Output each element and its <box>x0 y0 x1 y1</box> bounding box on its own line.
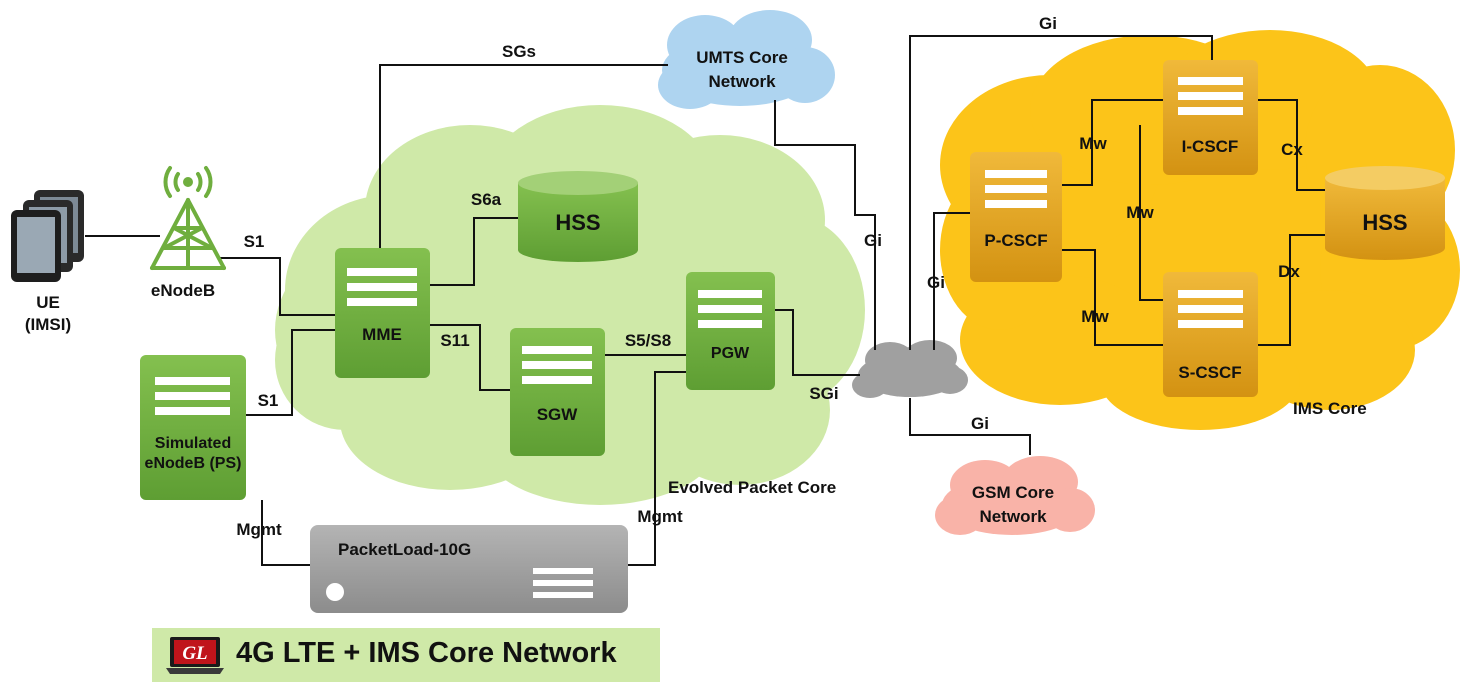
gsm-label-2: Network <box>979 507 1047 526</box>
cx-link <box>1258 99 1325 191</box>
s11-label: S11 <box>440 331 469 350</box>
gi-pcscf-link <box>933 212 970 350</box>
scscf-server-icon <box>1163 272 1258 397</box>
gi-gsm-label: Gi <box>971 414 989 433</box>
s1-enodeb-mme-link <box>220 257 335 316</box>
hss-ims-label: HSS <box>1362 210 1407 235</box>
pgw-server-icon <box>686 272 775 390</box>
transport-cloud <box>852 340 968 398</box>
s1-top-label: S1 <box>244 232 265 251</box>
connections <box>85 35 1325 566</box>
icscf-label: I-CSCF <box>1182 137 1239 156</box>
ue-tablet-icon <box>11 190 84 282</box>
umts-label-1: UMTS Core <box>696 48 788 67</box>
sgi-label: SGi <box>809 384 838 403</box>
umts-label-2: Network <box>708 72 776 91</box>
mw-1-label: Mw <box>1079 134 1107 153</box>
diagram-title: 4G LTE + IMS Core Network <box>236 637 617 669</box>
scscf-label: S-CSCF <box>1178 363 1241 382</box>
mw-3-label: Mw <box>1081 307 1109 326</box>
footer-banner: GL 4G LTE + IMS Core Network <box>152 628 660 682</box>
s1-bottom-label: S1 <box>258 391 279 410</box>
ue-label: UE <box>36 293 60 312</box>
sim-enodeb-label-1: Simulated <box>155 435 231 452</box>
s1-sim-mme-link <box>246 329 335 416</box>
gi-top-label: Gi <box>1039 14 1057 33</box>
gl-logo-text: GL <box>182 643 207 664</box>
ims-cloud-label: IMS Core <box>1293 399 1367 418</box>
pcscf-server-icon <box>970 152 1062 282</box>
gi-umts-label: Gi <box>864 231 882 250</box>
hss-epc-database-icon <box>518 171 638 262</box>
sgi-link <box>775 309 860 376</box>
packetload-appliance-icon <box>310 525 628 613</box>
umts-gi-link <box>774 100 876 350</box>
gi-top-link <box>909 35 1213 350</box>
mgmt-left-link <box>261 500 310 566</box>
s11-link <box>430 324 510 391</box>
sgw-server-icon <box>510 328 605 456</box>
enodeb-label: eNodeB <box>151 281 215 300</box>
mw-pcscf-icscf-link <box>1062 99 1163 186</box>
s6a-label: S6a <box>471 190 502 209</box>
pgw-label: PGW <box>711 345 750 362</box>
mgmt-right-label: Mgmt <box>637 507 683 526</box>
hss-ims-database-icon <box>1325 166 1445 260</box>
s6a-link <box>430 217 518 286</box>
sgs-label: SGs <box>502 42 536 61</box>
gsm-label-1: GSM Core <box>972 483 1054 502</box>
gi-gsm-link <box>909 398 1031 455</box>
gi-pcscf-label: Gi <box>927 273 945 292</box>
mgmt-right-link <box>628 371 686 566</box>
mme-label: MME <box>362 325 402 344</box>
sim-enodeb-label-2: eNodeB (PS) <box>145 455 242 472</box>
simulated-enodeb-server-icon <box>140 355 246 500</box>
mgmt-left-label: Mgmt <box>236 520 282 539</box>
packetload-label: PacketLoad-10G <box>338 540 471 559</box>
mw-icscf-scscf-link <box>1139 125 1163 301</box>
mw-2-label: Mw <box>1126 203 1154 222</box>
gl-logo-icon: GL <box>166 635 224 675</box>
enodeb-tower-icon <box>150 166 226 270</box>
dx-label: Dx <box>1278 262 1300 281</box>
dx-link <box>1258 234 1325 346</box>
gsm-cloud <box>935 456 1095 535</box>
pcscf-label: P-CSCF <box>984 231 1047 250</box>
umts-cloud <box>658 10 835 109</box>
icscf-server-icon <box>1163 60 1258 175</box>
cx-label: Cx <box>1281 140 1303 159</box>
sgw-label: SGW <box>537 405 579 424</box>
hss-epc-label: HSS <box>555 210 600 235</box>
epc-cloud-label: Evolved Packet Core <box>668 478 836 497</box>
s5s8-label: S5/S8 <box>625 331 671 350</box>
mme-server-icon <box>335 248 430 378</box>
sgs-link <box>379 64 668 248</box>
ue-id-label: (IMSI) <box>25 315 71 334</box>
mw-pcscf-scscf-link <box>1062 249 1163 346</box>
